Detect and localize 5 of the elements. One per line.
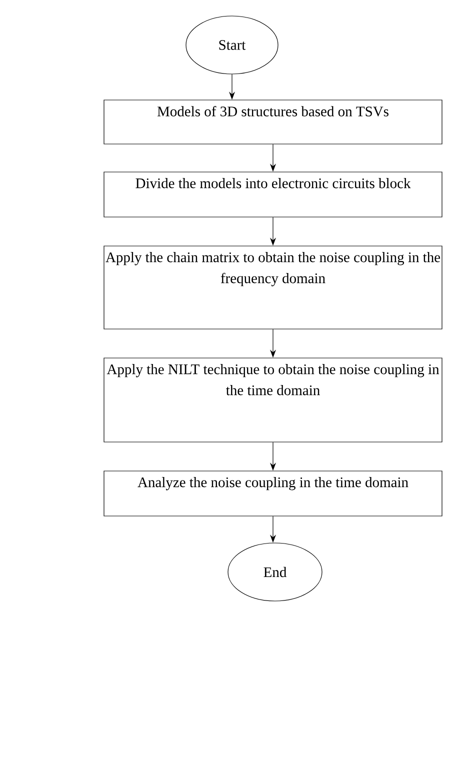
process-box: Analyze the noise coupling in the time domain [104, 470, 442, 516]
process-box: Divide the models into electronic circuits block [104, 172, 442, 218]
process-box: Apply the NILT technique to obtain the noise coupling in the time domain [104, 358, 442, 442]
process-box: Apply the chain matrix to obtain the noise coupling in the frequency domain [104, 246, 442, 330]
process-box: Models of 3D structures based on TSVs [104, 100, 442, 144]
